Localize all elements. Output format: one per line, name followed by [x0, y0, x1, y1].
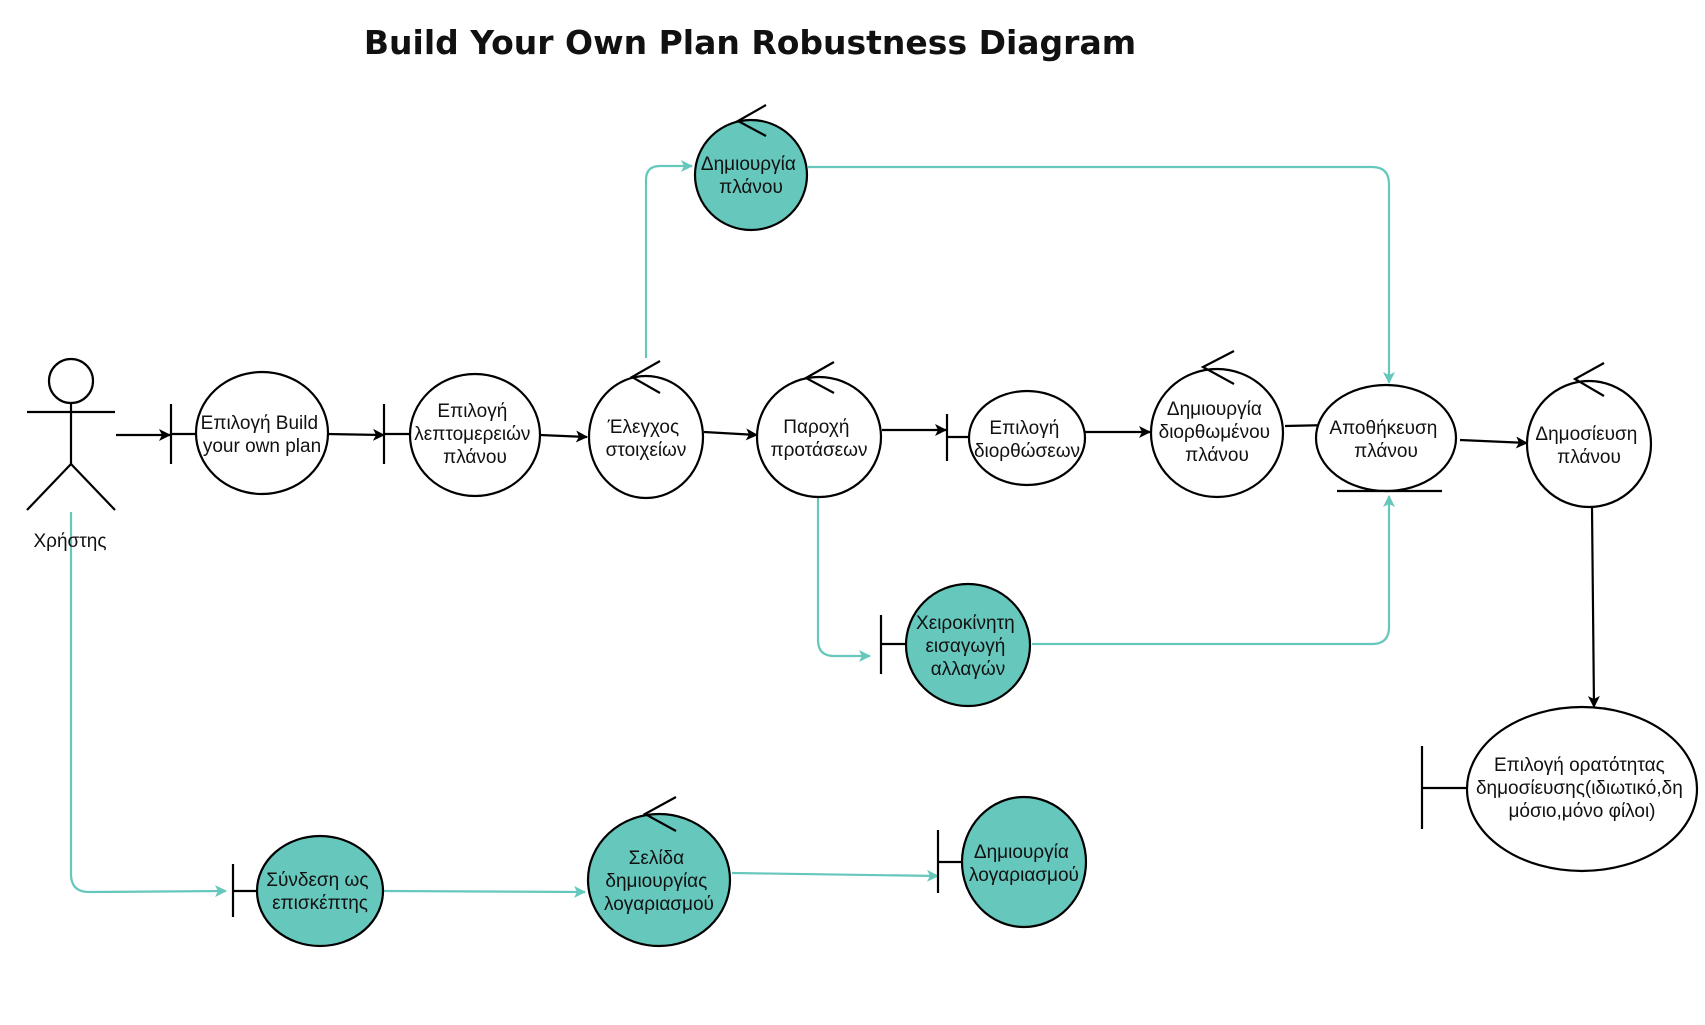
node-select-byop[interactable]: Επιλογή Build your own plan — [169, 370, 330, 496]
node-create-corrected[interactable]: Δημιουργία διορθωμένου πλάνου — [1149, 350, 1285, 499]
node-label-line: δημοσίευσης(ιδιωτικό,δη — [1476, 778, 1683, 799]
node-label-line: πλάνου — [443, 447, 507, 468]
node-provide-suggestions[interactable]: Παροχή προτάσεων — [755, 361, 883, 499]
edge-actor-to-guest-login — [69, 512, 227, 898]
node-label-line: Χειροκίνητη — [916, 613, 1015, 634]
node-save-plan[interactable]: Αποθήκευση πλάνου — [1314, 383, 1458, 493]
node-create-plan[interactable]: Δημιουργία πλάνου — [693, 104, 809, 232]
node-label-line: Επιλογή — [437, 401, 507, 422]
node-select-corrections[interactable]: Επιλογή διορθώσεων — [945, 389, 1087, 487]
node-label-line: Δημιουργία — [1167, 399, 1262, 420]
node-label-line: Σύνδεση ως — [266, 870, 368, 891]
node-label-line: Έλεγχος — [607, 417, 680, 438]
node-label-line: πλάνου — [1354, 441, 1418, 462]
svg-text:Έλεγχος στοιχείων: Έλεγχος στοιχείων — [606, 417, 687, 461]
edge-save-to-publish — [1459, 436, 1528, 449]
actor-label: Χρήστης — [33, 531, 106, 552]
node-label-line: Επιλογή — [989, 418, 1059, 439]
node-label-line: your own plan — [203, 436, 321, 457]
actor-head — [47, 357, 95, 405]
node-manual-changes[interactable]: Χειροκίνητη εισαγωγή αλλαγών — [879, 582, 1032, 708]
edge-check-to-suggestions — [703, 428, 758, 441]
actor-left-leg — [26, 463, 72, 511]
node-label-line: Δημοσίευση — [1535, 424, 1637, 445]
node-label-line: στοιχείων — [606, 440, 687, 461]
actor-user: Χρήστης — [26, 357, 116, 552]
node-guest-login[interactable]: Σύνδεση ως επισκέπτης — [231, 834, 385, 948]
svg-text:Σύνδεση ως επισκέπτης: Σύνδεση ως επισκέπτης — [266, 870, 374, 914]
node-label-line: λογαριασμού — [604, 894, 714, 915]
edge-publish-to-visibility — [1587, 507, 1600, 708]
edge-guest-to-account-page — [383, 885, 586, 898]
svg-text:Παροχή προτάσεων: Παροχή προτάσεων — [771, 417, 868, 461]
node-label-line: Αποθήκευση — [1329, 418, 1437, 439]
node-label-line: Δημιουργία — [974, 842, 1069, 863]
node-publish-plan[interactable]: Δημοσίευση πλάνου — [1525, 362, 1653, 509]
node-label-line: Σελίδα — [629, 848, 685, 869]
svg-text:Δημιουργία διορθωμένου: Δημιουργία διορθωμένου πλάνου — [1159, 399, 1276, 466]
node-select-details[interactable]: Επιλογή λεπτομερειών πλάνου — [382, 372, 542, 498]
svg-text:Δημιουργία πλάνου: Δημιουργία πλάνου — [701, 154, 801, 198]
node-label-line: πλάνου — [1185, 445, 1249, 466]
diagram-title: Build Your Own Plan Robustness Diagram — [364, 23, 1136, 62]
node-check-data[interactable]: Έλεγχος στοιχείων — [587, 360, 705, 500]
node-label-line: αλλαγών — [931, 659, 1006, 680]
svg-text:Επιλογή Build your own p: Επιλογή Build your own plan — [201, 413, 324, 457]
edges — [69, 160, 1600, 898]
node-label-line: μόσιο,μόνο φίλοι) — [1508, 801, 1655, 822]
node-label-line: προτάσεων — [771, 440, 868, 461]
svg-text:Αποθήκευση πλάνου: Αποθήκευση πλάνου — [1329, 418, 1442, 462]
svg-text:Δημοσίευση πλάνου: Δημοσίευση πλάνου — [1535, 424, 1642, 468]
node-label-line: Επιλογή Build — [201, 413, 318, 434]
node-label-line: Επιλογή ορατότητας — [1494, 755, 1665, 776]
svg-text:Επιλογή ορατότητας δημοσ: Επιλογή ορατότητας δημοσίευσης(ιδιωτικό,… — [1476, 755, 1688, 822]
node-label-line: λογαριασμού — [969, 865, 1079, 886]
node-visibility[interactable]: Επιλογή ορατότητας δημοσίευσης(ιδιωτικό,… — [1420, 705, 1699, 873]
edge-suggestions-to-manual — [816, 497, 871, 662]
svg-text:Επιλογή λεπτομερειών: Επιλογή λεπτομερειών πλάνου — [414, 401, 535, 468]
svg-text:Σελίδα δημιουργίας: Σελίδα δημιουργίας λογαριασμού — [604, 848, 714, 915]
node-create-account[interactable]: Δημιουργία λογαριασμού — [936, 795, 1088, 929]
node-label-line: Δημιουργία — [701, 154, 796, 175]
node-label-line: διορθωμένου — [1159, 422, 1270, 443]
svg-text:Χειροκίνητη εισαγωγή: Χειροκίνητη εισαγωγή αλλαγών — [916, 613, 1020, 680]
node-label-line: διορθώσεων — [974, 441, 1080, 462]
edge-manual-to-save — [1032, 495, 1395, 646]
node-account-page[interactable]: Σελίδα δημιουργίας λογαριασμού — [586, 796, 732, 948]
node-label-line: πλάνου — [1557, 447, 1621, 468]
edge-details-to-check — [539, 430, 588, 443]
svg-text:Επιλογή διορθώσεων: Επιλογή διορθώσεων — [974, 418, 1080, 462]
edge-account-page-to-create-account — [731, 869, 939, 882]
edge-select-byop-to-details — [326, 428, 385, 441]
node-label-line: λεπτομερειών — [414, 424, 530, 445]
edge-check-to-create-plan — [644, 160, 693, 358]
node-label-line: δημιουργίας — [605, 871, 707, 892]
svg-text:Δημιουργία λογαριασμού: Δημιουργία λογαριασμού — [969, 842, 1079, 886]
node-label-line: επισκέπτης — [272, 893, 368, 914]
edge-create-plan-to-save — [808, 165, 1395, 384]
actor-right-leg — [70, 463, 116, 511]
node-label-line: πλάνου — [719, 177, 783, 198]
node-label-line: εισαγωγή — [925, 636, 1005, 657]
node-label-line: Παροχή — [783, 417, 849, 438]
